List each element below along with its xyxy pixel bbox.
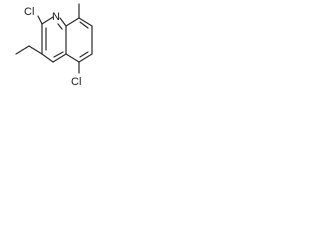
bond-c6-c5 [78,53,93,63]
molecule-structure: Cl N Cl [15,3,93,88]
bond-c4a-c4 [52,53,67,63]
atom-label-chlorine-top: Cl [24,6,34,18]
bond-c2-cl [37,15,43,25]
atom-label-chlorine-bottom: Cl [71,76,81,88]
bond-c2-n1 [41,16,54,25]
bond-n1-c8a [59,17,67,27]
double-bond-c6-c5 [79,51,89,58]
double-bond-c8-c7 [79,21,89,29]
bond-c4-c3 [41,53,54,63]
bond-c8-c7 [78,17,93,27]
bond-c3-ethyl [28,45,43,55]
bond-ethyl-methyl [15,45,30,55]
atom-label-nitrogen: N [52,11,60,23]
double-bond-c4a-c4 [53,51,64,58]
bond-c5-c4a [65,53,80,63]
double-bond-n1-c8a [57,23,63,30]
bond-c8a-c8 [65,17,80,27]
